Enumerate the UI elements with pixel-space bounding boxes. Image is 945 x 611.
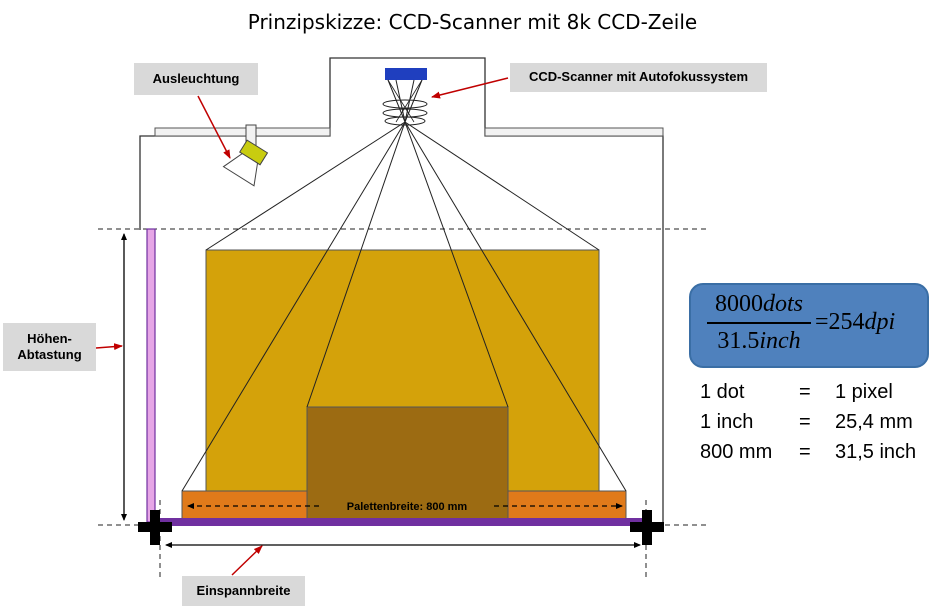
ceiling-rail-right bbox=[484, 127, 664, 137]
callout-arrows bbox=[95, 77, 509, 576]
diagram-title: Prinzipskizze: CCD-Scanner mit 8k CCD-Ze… bbox=[247, 10, 698, 34]
fraction-bar bbox=[707, 322, 811, 324]
label-scanner: CCD-Scanner mit Autofokussystem bbox=[510, 63, 767, 92]
conversion-equals: = bbox=[799, 381, 811, 403]
conversion-left: 800 mm bbox=[700, 441, 773, 463]
conversion-equals: = bbox=[799, 411, 811, 433]
ceiling-rail-left bbox=[154, 127, 331, 137]
formula-box: 8000dots 31.5inch =254dpi bbox=[689, 283, 929, 368]
label-height-scan-line2: Abtastung bbox=[17, 347, 82, 362]
conversion-right: 31,5 inch bbox=[835, 441, 917, 463]
conversion-left: 1 dot bbox=[700, 381, 745, 403]
height-sensor-bar bbox=[146, 228, 156, 523]
pallet-width-label: Palettenbreite: 800 mm bbox=[347, 501, 468, 513]
numerator-unit: dots bbox=[762, 291, 803, 317]
label-height-scan-line1: Höhen- bbox=[27, 330, 72, 346]
conversion-right: 1 pixel bbox=[835, 381, 893, 403]
result-unit: dpi bbox=[864, 309, 896, 335]
result-value: 254 bbox=[828, 309, 865, 335]
base-bar bbox=[155, 518, 652, 526]
lamp-icon bbox=[222, 124, 269, 187]
scan-view-lines bbox=[181, 121, 627, 492]
ccd-scanner-icon bbox=[382, 68, 428, 126]
label-illumination: Ausleuchtung bbox=[134, 63, 258, 95]
formula-numerator: 8000dots bbox=[707, 291, 811, 322]
conversion-left: 1 inch bbox=[700, 411, 754, 433]
denominator-unit: inch bbox=[759, 327, 801, 354]
formula-result: =254dpi bbox=[815, 309, 895, 336]
numerator-value: 8000 bbox=[714, 291, 763, 317]
label-clamping-width: Einspannbreite bbox=[182, 576, 305, 606]
conversion-equals: = bbox=[799, 441, 811, 463]
denominator-value: 31.5 bbox=[717, 327, 760, 354]
formula-equals: = bbox=[815, 309, 829, 335]
formula-denominator: 31.5inch bbox=[707, 324, 811, 355]
clamp-right bbox=[630, 510, 664, 545]
pallet-width-label-bg bbox=[322, 498, 492, 514]
label-height-scan: Höhen- Abtastung bbox=[3, 323, 96, 371]
clamp-left bbox=[138, 510, 172, 545]
conversion-right: 25,4 mm bbox=[835, 411, 913, 433]
formula-fraction: 8000dots 31.5inch bbox=[707, 291, 811, 355]
